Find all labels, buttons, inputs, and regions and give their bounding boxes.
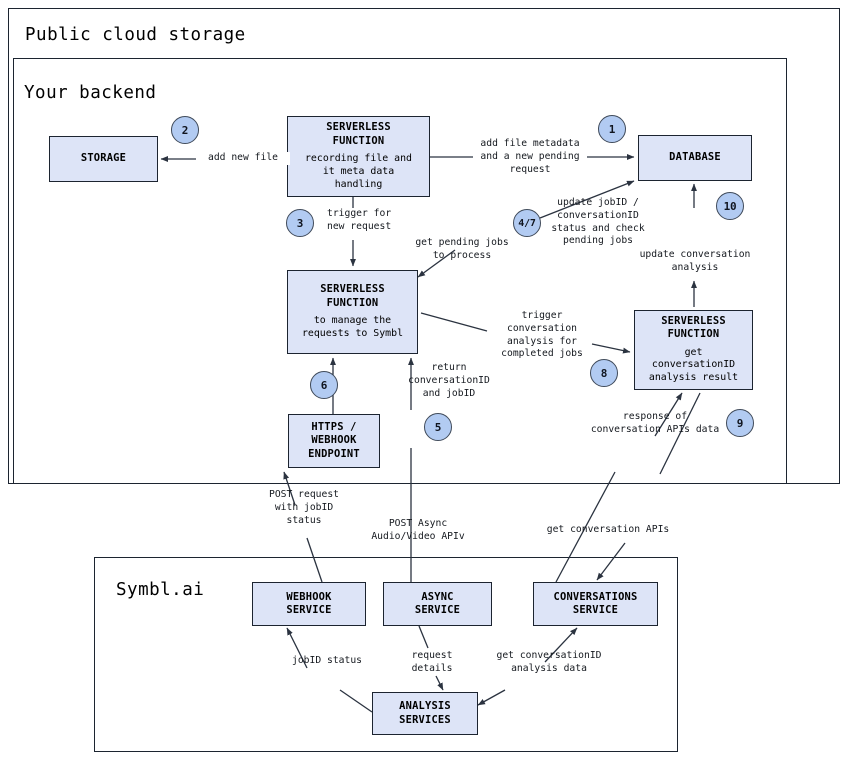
node-async-service[interactable]: ASYNC SERVICE bbox=[383, 582, 492, 626]
node-storage[interactable]: STORAGE bbox=[49, 136, 158, 182]
node-conversations-service-title: CONVERSATIONS SERVICE bbox=[553, 590, 638, 616]
node-serverless-function-1-title: SERVERLESS FUNCTION bbox=[326, 121, 391, 147]
edge-label-add-new-file: add new file bbox=[196, 152, 290, 165]
edge-label-get-conversation-apis: get conversation APIs bbox=[546, 524, 670, 535]
node-serverless-function-1[interactable]: SERVERLESS FUNCTION recording file and i… bbox=[287, 116, 430, 197]
node-serverless-function-3-title: SERVERLESS FUNCTION bbox=[661, 314, 726, 341]
node-webhook-service[interactable]: WEBHOOK SERVICE bbox=[252, 582, 366, 626]
step-badge-2[interactable]: 2 bbox=[171, 116, 199, 144]
edge-label-get-pending-jobs: get pending jobs to process bbox=[415, 237, 509, 261]
node-serverless-function-2-subtitle: to manage the requests to Symbl bbox=[301, 314, 404, 339]
step-badge-8[interactable]: 8 bbox=[590, 359, 618, 387]
edge-label-response-conversation-apis: response of conversation APIs data bbox=[590, 411, 720, 435]
edge-label-trigger-new-request: trigger for new request bbox=[326, 208, 438, 234]
step-badge-5[interactable]: 5 bbox=[424, 413, 452, 441]
node-analysis-services[interactable]: ANALYSIS SERVICES bbox=[372, 692, 478, 735]
node-database-title: DATABASE bbox=[669, 151, 721, 164]
edge-label-add-file-metadata: add file metadata and a new pending requ… bbox=[473, 138, 587, 177]
node-database[interactable]: DATABASE bbox=[638, 135, 752, 181]
node-serverless-function-1-subtitle: recording file and it meta data handling bbox=[304, 153, 412, 190]
edge-label-update-conversation-analysis: update conversation analysis bbox=[639, 249, 751, 273]
edge-label-jobid-status: jobID status bbox=[292, 655, 362, 666]
step-badge-9[interactable]: 9 bbox=[726, 409, 754, 437]
node-webhook-service-title: WEBHOOK SERVICE bbox=[286, 590, 332, 616]
node-https-webhook-endpoint-title: HTTPS / WEBHOOK ENDPOINT bbox=[308, 421, 360, 460]
frame-title-symbl-ai: Symbl.ai bbox=[116, 580, 205, 600]
frame-title-your-backend: Your backend bbox=[24, 83, 157, 103]
node-https-webhook-endpoint[interactable]: HTTPS / WEBHOOK ENDPOINT bbox=[288, 414, 380, 468]
edge-label-request-details: request details bbox=[411, 650, 453, 674]
edge-label-update-jobid: update jobID / conversationID status and… bbox=[551, 197, 645, 247]
step-badge-4-7[interactable]: 4/7 bbox=[513, 209, 541, 237]
frame-title-public-cloud-storage: Public cloud storage bbox=[25, 25, 246, 45]
node-analysis-services-title: ANALYSIS SERVICES bbox=[399, 700, 451, 726]
node-serverless-function-3-subtitle: get conversationID analysis result bbox=[648, 346, 739, 384]
node-serverless-function-2[interactable]: SERVERLESS FUNCTION to manage the reques… bbox=[287, 270, 418, 354]
node-conversations-service[interactable]: CONVERSATIONS SERVICE bbox=[533, 582, 658, 626]
frame-symbl-ai bbox=[94, 557, 678, 752]
step-badge-6[interactable]: 6 bbox=[310, 371, 338, 399]
node-serverless-function-2-title: SERVERLESS FUNCTION bbox=[320, 283, 385, 309]
edge-label-get-conversationid-analysis-data: get conversationID analysis data bbox=[496, 650, 602, 674]
step-badge-3[interactable]: 3 bbox=[286, 209, 314, 237]
step-badge-10[interactable]: 10 bbox=[716, 192, 744, 220]
edge-label-post-request-jobid: POST request with jobID status bbox=[269, 489, 339, 526]
node-async-service-title: ASYNC SERVICE bbox=[414, 590, 461, 616]
edge-label-trigger-conversation-analysis: trigger conversation analysis for comple… bbox=[501, 310, 583, 360]
edge-label-post-async-api: POST Async Audio/Video APIv bbox=[371, 518, 465, 542]
edge-label-return-conversationid: return conversationID and jobID bbox=[408, 362, 490, 399]
step-badge-1[interactable]: 1 bbox=[598, 115, 626, 143]
node-storage-title: STORAGE bbox=[80, 152, 127, 165]
node-serverless-function-3[interactable]: SERVERLESS FUNCTION get conversationID a… bbox=[634, 310, 753, 390]
frame-your-backend bbox=[13, 58, 787, 484]
